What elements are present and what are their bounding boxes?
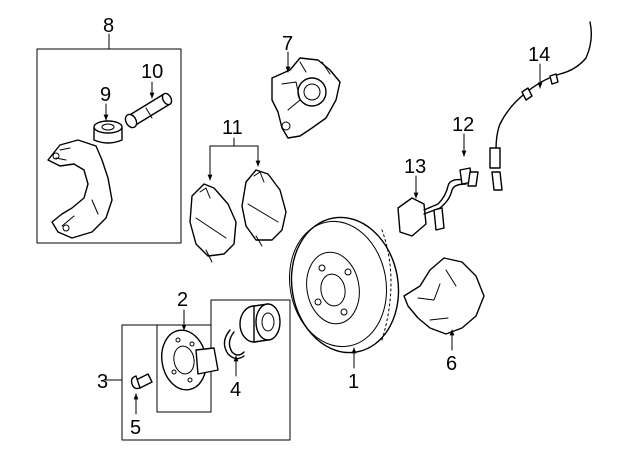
- callout-7: 7: [282, 33, 293, 55]
- callout-1: 1: [348, 371, 359, 393]
- callout-3: 3: [97, 371, 108, 393]
- callout-6: 6: [446, 353, 457, 375]
- brake-rotor-part: [288, 216, 400, 354]
- group-box-8: [36, 33, 182, 244]
- brake-caliper-part: [271, 57, 341, 139]
- callout-8: 8: [103, 15, 114, 37]
- brake-pad-left-part: [189, 183, 237, 263]
- callout-bracket-11: [207, 137, 261, 181]
- guide-pin-part: [124, 92, 173, 129]
- callout-10: 10: [141, 61, 163, 83]
- brake-pad-right-part: [241, 169, 287, 247]
- splash-shield-part: [403, 257, 485, 335]
- callout-9: 9: [100, 84, 111, 106]
- callout-leaders: [103, 51, 543, 415]
- brake-hose-part: [397, 167, 473, 237]
- callout-13: 13: [404, 156, 426, 178]
- snap-ring-part: [223, 329, 245, 360]
- wheel-hub-part: [161, 329, 219, 391]
- caliper-bracket-part: [47, 139, 113, 239]
- callout-12: 12: [452, 114, 474, 136]
- callout-14: 14: [528, 44, 550, 66]
- callout-2: 2: [177, 289, 188, 311]
- hub-bolt-part: [130, 373, 153, 390]
- guide-pin-boot-part: [93, 120, 123, 144]
- callout-11: 11: [222, 117, 243, 139]
- wheel-bearing-part: [239, 303, 281, 343]
- callout-4: 4: [230, 379, 241, 401]
- callout-5: 5: [130, 417, 141, 439]
